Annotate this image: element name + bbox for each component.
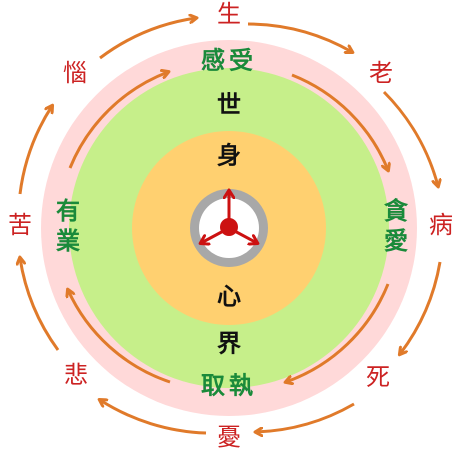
label-lao: 老: [369, 59, 393, 87]
label-quzhi: 取執: [201, 371, 257, 400]
arrow-you-bei: [100, 400, 207, 435]
arrow-bei-ku: [20, 258, 60, 351]
label-youye: 有業: [52, 198, 81, 258]
label-bei: 悲: [64, 361, 88, 389]
arrow-sheng-lao: [247, 22, 352, 52]
cycle-arrows: [20, 18, 440, 433]
label-ganshou: 感受: [201, 46, 257, 75]
label-tanai: 貪愛: [380, 197, 409, 258]
label-xin: 心: [217, 282, 241, 311]
arrow-youye-ganshou: [68, 72, 168, 169]
label-you: 憂: [217, 423, 241, 451]
ring-arrows: [68, 72, 388, 382]
arrow-nao-sheng: [99, 18, 196, 60]
label-shen: 身: [217, 141, 241, 170]
arrow-tanai-quzhi: [286, 283, 390, 382]
label-jie: 界: [217, 329, 241, 358]
label-nao: 惱: [63, 59, 87, 87]
center-emblem: [201, 191, 257, 243]
center-dot: [220, 218, 238, 236]
arrow-si-you: [256, 402, 355, 432]
label-sheng: 生: [217, 0, 241, 28]
label-si: 死: [366, 363, 390, 391]
arrow-ku-nao: [18, 106, 52, 195]
arrow-quzhi-youye: [68, 290, 171, 384]
label-bing: 病: [429, 211, 453, 239]
label-shi: 世: [217, 90, 241, 119]
arrow-lao-bing: [382, 90, 438, 186]
label-ku: 苦: [8, 211, 32, 239]
arrow-bing-si: [400, 261, 442, 354]
arrow-ganshou-tanai: [291, 73, 388, 170]
